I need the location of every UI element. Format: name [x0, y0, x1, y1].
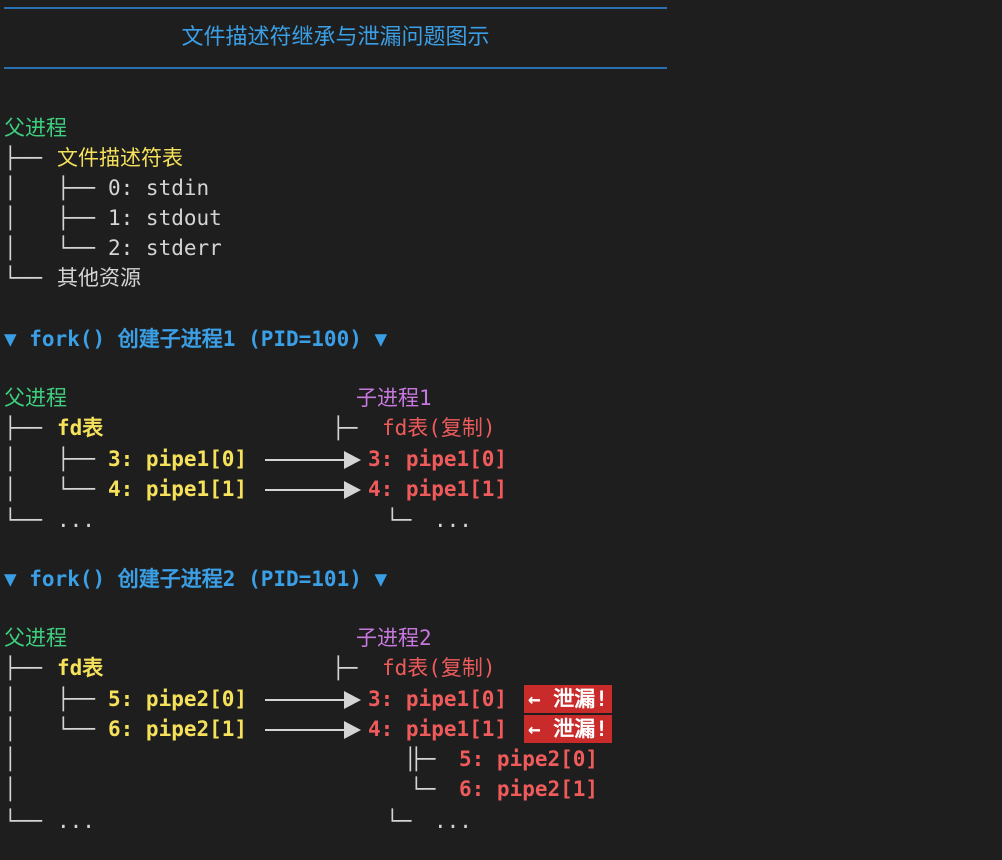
title-rule-top: [4, 7, 667, 9]
s2-arrow-head-2: [344, 481, 361, 499]
s3-arrow-line-1: [265, 699, 345, 701]
s3-tree-last-ellipsis: └──: [4, 809, 42, 833]
s1-fd-0: 0: stdin: [108, 176, 210, 200]
s1-fd-1: 1: stdout: [108, 206, 222, 230]
s2-child-tree-last: └─: [386, 508, 412, 532]
s1-fd-2: 2: stderr: [108, 236, 222, 260]
s3-child-ellipsis: ...: [434, 809, 472, 833]
s2-parent-fd-4: 4: pipe1[1]: [108, 477, 248, 501]
s3-arrow-line-2: [265, 729, 345, 731]
s2-child-fd-label: fd表(复制): [382, 416, 496, 440]
s3-arrow-head-2: [344, 721, 361, 739]
s3-tree-pipe-1: │: [4, 687, 17, 711]
s1-fd-table-label: 文件描述符表: [57, 146, 183, 170]
s2-tree-branch-parentfd: ├──: [4, 416, 42, 440]
s2-tree-branch-pfd3: ├──: [57, 447, 95, 471]
s3-child-tree-branch-fd5: ├─: [410, 747, 436, 771]
s3-tree-last-pfd6: └──: [57, 717, 95, 741]
s1-tree-pipe-1: │: [4, 176, 17, 200]
s3-parent-fd-6: 6: pipe2[1]: [108, 717, 248, 741]
s3-child-fd-3: 3: pipe1[0]: [368, 687, 508, 711]
s3-child-tree-pipe-a: │: [404, 747, 417, 771]
s1-tree-branch-fd0: ├──: [57, 176, 95, 200]
s3-leak-badge-1: ← 泄漏!: [524, 685, 612, 713]
s2-parent-fd-3: 3: pipe1[0]: [108, 447, 248, 471]
s3-child-fd-4: 4: pipe1[1]: [368, 717, 508, 741]
s3-parent-label: 父进程: [4, 626, 67, 650]
s1-other-resources: 其他资源: [57, 266, 141, 290]
s3-tree-pipe-3: │: [4, 747, 17, 771]
s2-parent-fd-label: fd表: [57, 416, 104, 440]
s3-parent-fd-label: fd表: [57, 656, 104, 680]
s3-child-tree-branch: ├─: [332, 656, 358, 680]
s3-parent-ellipsis: ...: [57, 809, 95, 833]
s1-tree-last-other: └──: [4, 266, 42, 290]
s3-child-fd-6: 6: pipe2[1]: [459, 777, 599, 801]
s3-tree-branch-pfd5: ├──: [57, 687, 95, 711]
s2-arrow-line-2: [265, 489, 345, 491]
s2-child-fd-3: 3: pipe1[0]: [368, 447, 508, 471]
s2-child-tree-branch: ├─: [332, 416, 358, 440]
s1-tree-pipe-2: │: [4, 206, 17, 230]
s2-tree-last-pfd4: └──: [57, 477, 95, 501]
s3-parent-fd-5: 5: pipe2[0]: [108, 687, 248, 711]
s3-child-label: 子进程2: [356, 626, 432, 650]
fork2-header: ▼ fork() 创建子进程2 (PID=101) ▼: [4, 567, 388, 591]
s1-tree-pipe-3: │: [4, 236, 17, 260]
s3-child-fd-label: fd表(复制): [382, 656, 496, 680]
fork1-header: ▼ fork() 创建子进程1 (PID=100) ▼: [4, 327, 388, 351]
s2-parent-label: 父进程: [4, 386, 67, 410]
s2-tree-pipe-2: │: [4, 477, 17, 501]
s2-arrow-line-1: [265, 459, 345, 461]
s3-leak-badge-2: ← 泄漏!: [524, 715, 612, 743]
s3-child-fd-5: 5: pipe2[0]: [459, 747, 599, 771]
s1-parent-label: 父进程: [4, 116, 67, 140]
s1-tree-branch-fd1: ├──: [57, 206, 95, 230]
s2-tree-pipe-1: │: [4, 447, 17, 471]
s2-child-ellipsis: ...: [434, 508, 472, 532]
s2-child-label: 子进程1: [356, 386, 432, 410]
s2-arrow-head-1: [344, 451, 361, 469]
s2-parent-ellipsis: ...: [57, 508, 95, 532]
s3-child-tree-last-fd6: └─: [410, 777, 436, 801]
s3-tree-pipe-2: │: [4, 717, 17, 741]
s3-tree-pipe-4: │: [4, 777, 17, 801]
s3-child-tree-last: └─: [386, 809, 412, 833]
s1-tree-last-fd2: └──: [57, 236, 95, 260]
s2-child-fd-4: 4: pipe1[1]: [368, 477, 508, 501]
s3-arrow-head-1: [344, 691, 361, 709]
page-title: 文件描述符继承与泄漏问题图示: [181, 25, 490, 50]
s2-tree-last-ellipsis: └──: [4, 508, 42, 532]
s3-tree-branch-parentfd: ├──: [4, 656, 42, 680]
title-rule-bottom: [4, 67, 667, 69]
s1-tree-branch-fdtable: ├──: [4, 146, 42, 170]
